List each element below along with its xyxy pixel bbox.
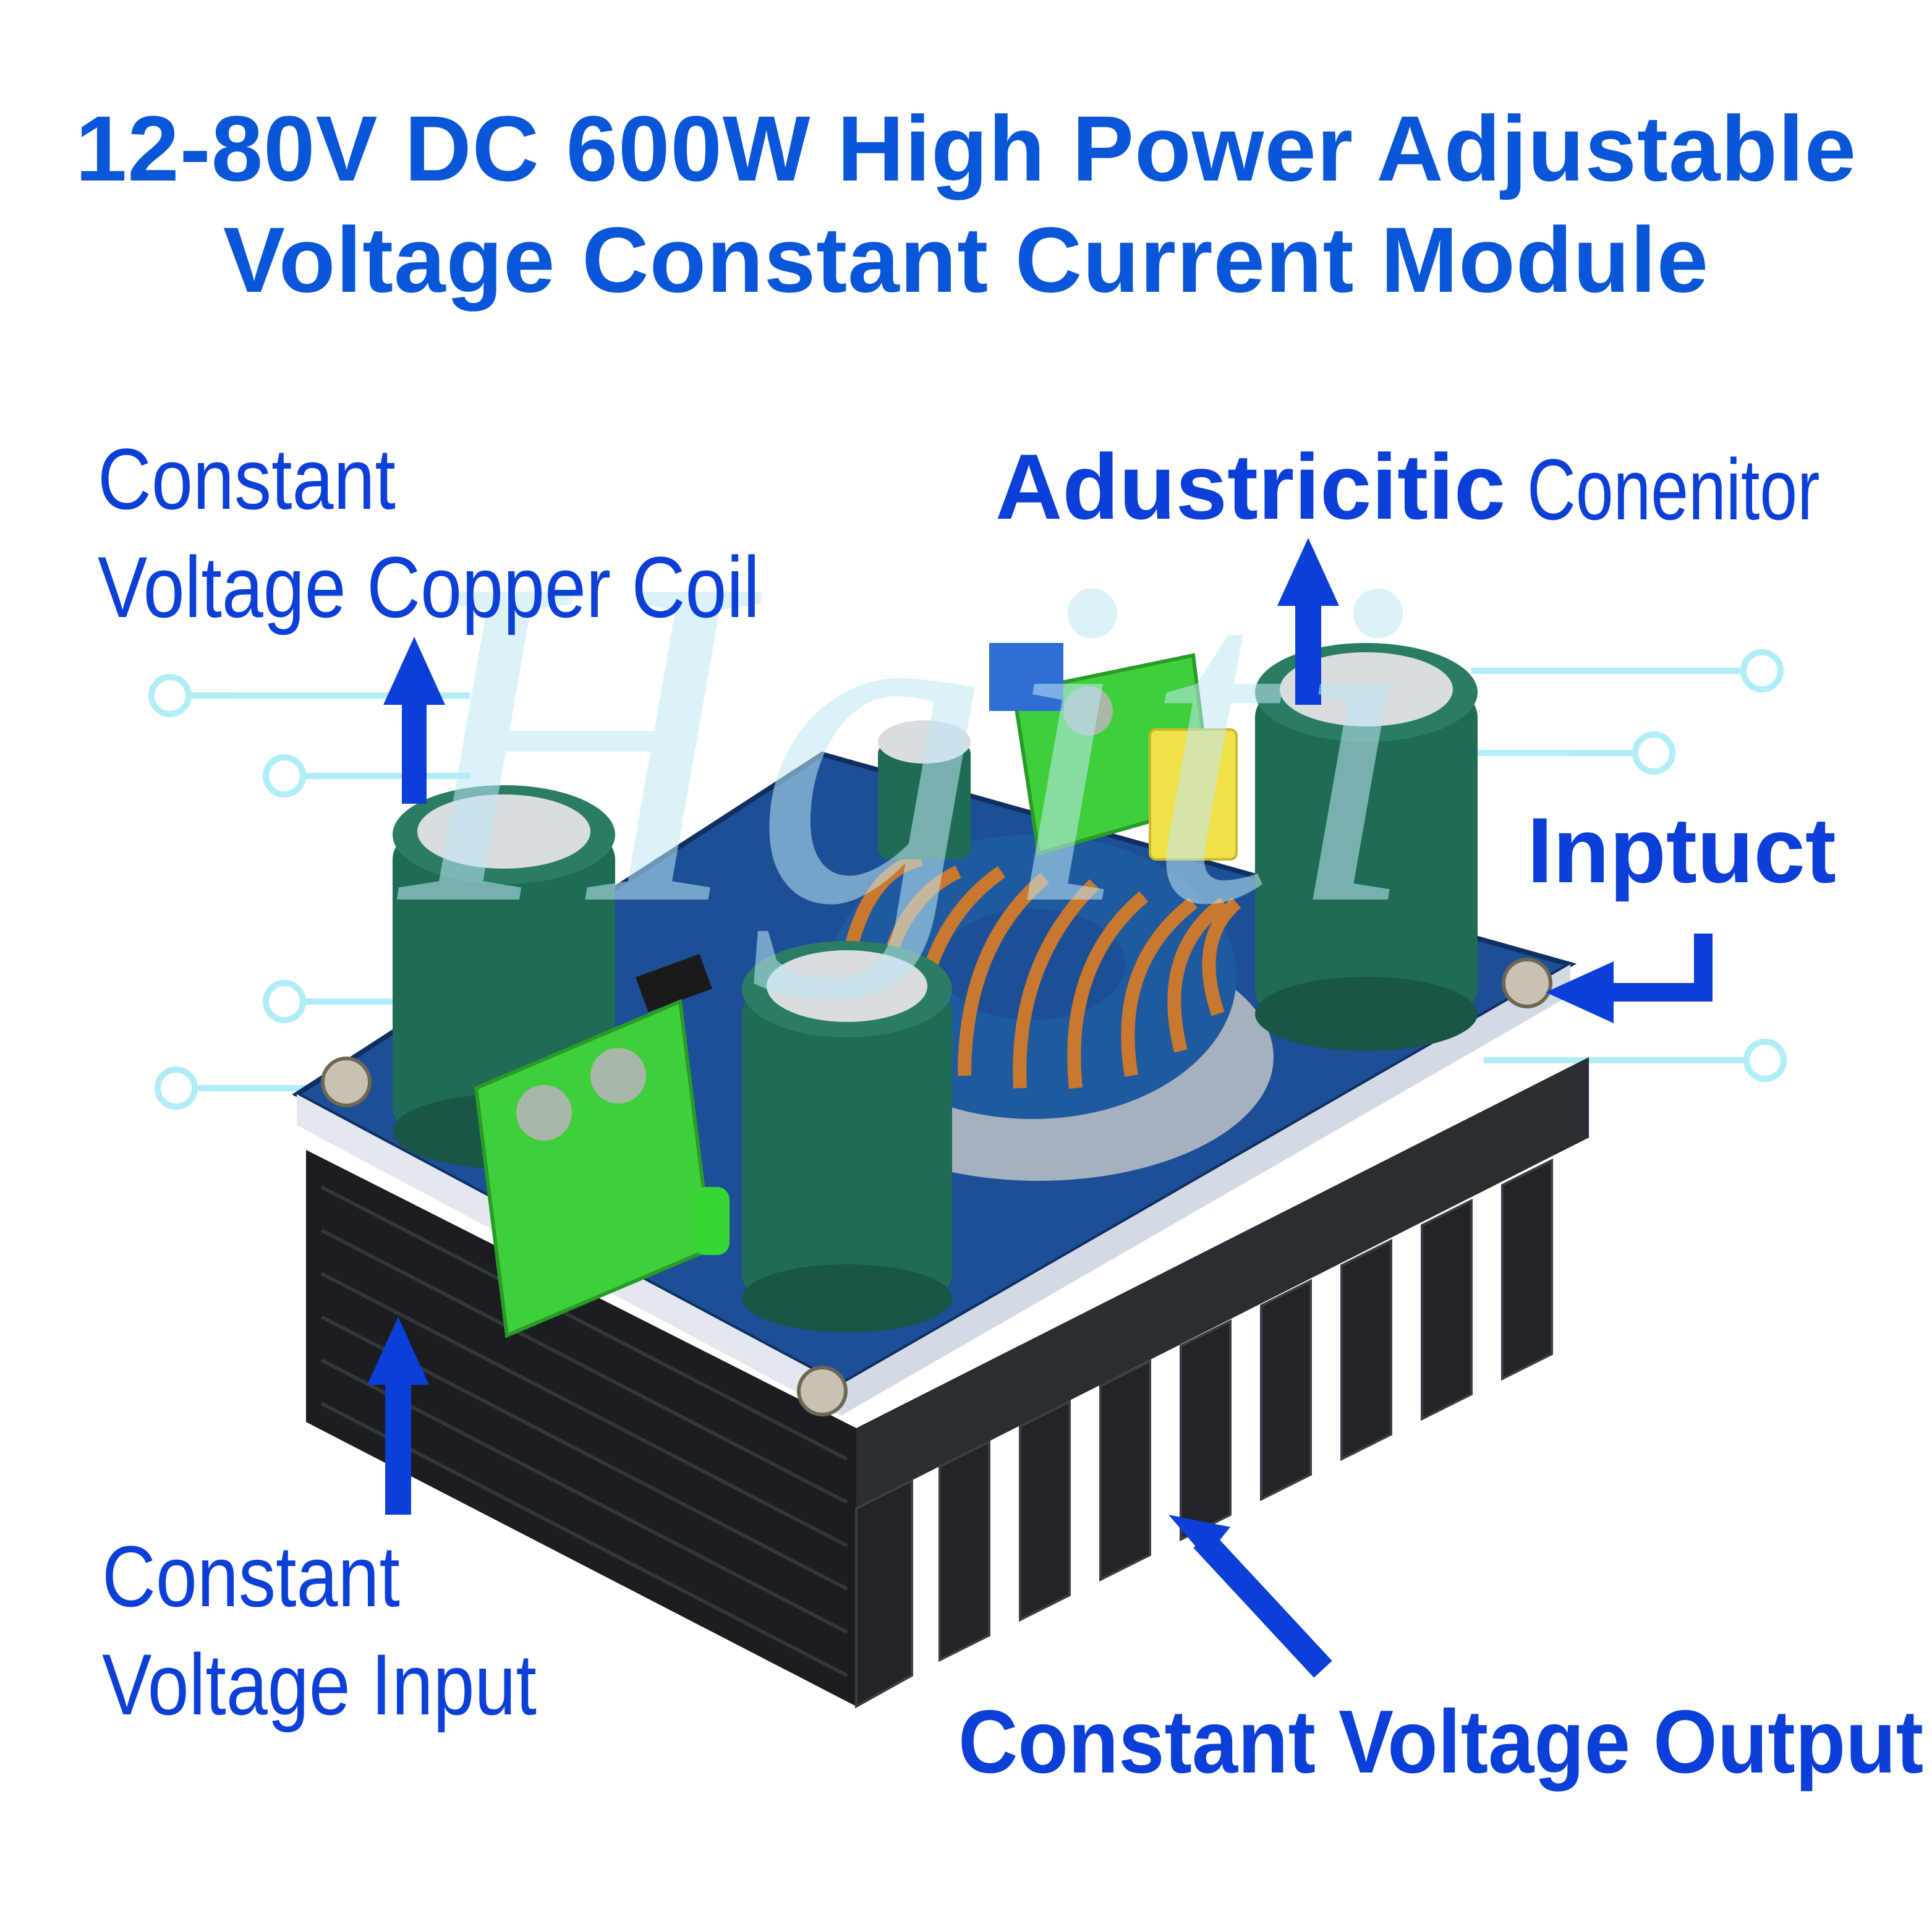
label-copper-coil-line-1: Constant [98, 430, 396, 527]
title-line-1: 12-80V DC 600W High Power Adjustable [75, 96, 1857, 200]
label-capacitor-word-2: Conenitor [1527, 441, 1820, 538]
terminal-block-right [989, 643, 1238, 861]
arrow-up-icon [383, 637, 445, 804]
capacitor-front [742, 941, 952, 1332]
capacitor-small [878, 720, 971, 859]
capacitor-right [1255, 643, 1478, 1051]
arrow-up-icon [1277, 538, 1339, 705]
arrow-diagonal-icon [1168, 1515, 1332, 1678]
label-voltage-output: Constant Voltage Output [958, 1692, 1924, 1792]
title-line-2: Voltage Constant Current Module [223, 208, 1709, 312]
label-input: Inptuct [1527, 798, 1836, 902]
watermark: Hgiti [402, 482, 1430, 1002]
label-capacitor-word-1: Adustricitic [995, 435, 1506, 538]
arrow-left-icon [1546, 934, 1713, 1023]
label-voltage-input-line-1: Constant [102, 1528, 400, 1625]
label-voltage-input-line-2: Voltage Input [102, 1636, 537, 1733]
label-copper-coil-line-2: Voltage Copper Coil [98, 538, 760, 636]
terminal-block-left [474, 998, 730, 1338]
arrow-up-icon [367, 1317, 429, 1515]
